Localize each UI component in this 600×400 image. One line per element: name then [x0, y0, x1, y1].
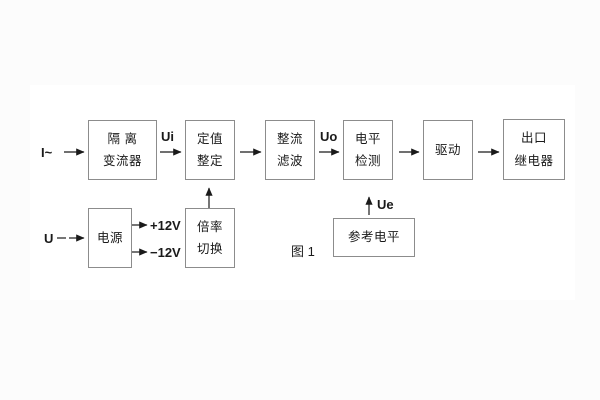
block-driver: 驱动	[423, 120, 473, 180]
label-signal-ui: Ui	[161, 129, 174, 144]
block-setpoint-adjust: 定值 整定	[185, 120, 235, 180]
block-output-relay: 出口 继电器	[503, 119, 565, 180]
block-isolation-transformer-line2: 变流器	[102, 154, 142, 168]
block-isolation-transformer-line1: 隔 离	[107, 131, 138, 146]
label-input-current: I~	[41, 145, 53, 160]
label-signal-uo: Uo	[320, 129, 338, 144]
block-power-supply: 电源	[88, 208, 132, 268]
block-isolation-transformer: 隔 离 变流器	[88, 120, 157, 180]
block-rectifier-filter: 整流 滤波	[265, 120, 315, 180]
block-power-supply-line1: 电源	[96, 230, 123, 245]
block-level-detection: 电平 检测	[343, 120, 393, 180]
label-signal-ue: Ue	[377, 197, 394, 212]
block-rectifier-filter-line1: 整流	[276, 131, 303, 146]
block-reference-level: 参考电平	[333, 218, 415, 257]
block-setpoint-adjust-line2: 整定	[196, 154, 223, 168]
label-power-positive: +12V	[150, 218, 181, 233]
block-output-relay-line1: 出口	[520, 131, 547, 145]
block-reference-level-line1: 参考电平	[347, 230, 400, 245]
block-ratio-switch: 倍率 切换	[185, 208, 235, 268]
block-level-detection-line1: 电平	[354, 131, 381, 146]
block-ratio-switch-line1: 倍率	[196, 219, 223, 234]
label-input-voltage: U	[44, 231, 54, 246]
block-rectifier-filter-line2: 滤波	[276, 154, 303, 168]
figure-caption: 图 1	[291, 244, 315, 259]
block-ratio-switch-line2: 切换	[196, 242, 223, 256]
block-setpoint-adjust-line1: 定值	[196, 131, 223, 146]
label-power-negative: −12V	[150, 245, 181, 260]
block-driver-line1: 驱动	[434, 142, 461, 157]
block-output-relay-line2: 继电器	[514, 153, 554, 168]
block-level-detection-line2: 检测	[354, 154, 381, 168]
